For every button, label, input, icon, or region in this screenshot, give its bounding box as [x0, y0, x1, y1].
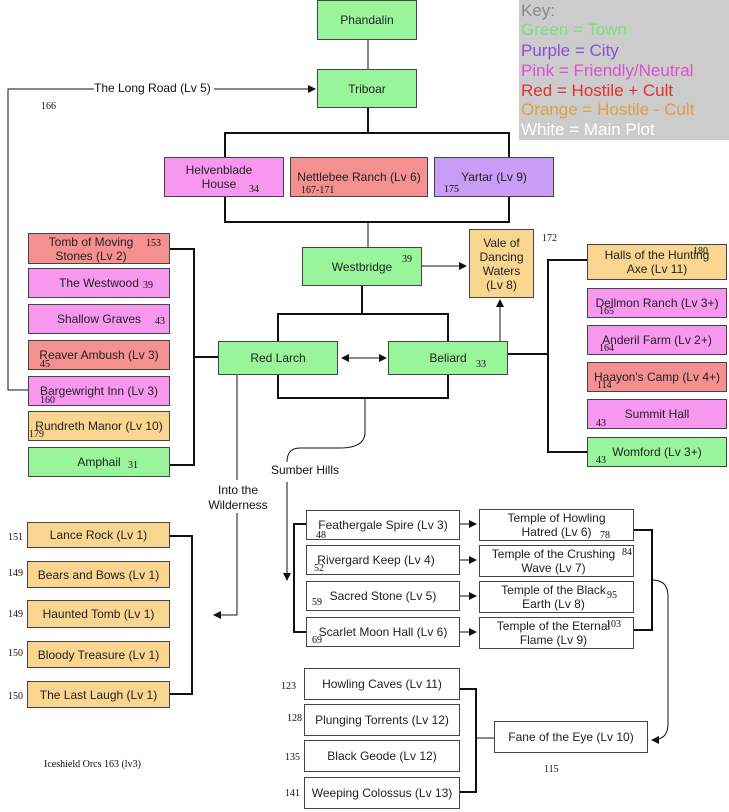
node-shallow-graves[interactable]: Shallow Graves — [28, 304, 170, 334]
page-ref: 135 — [285, 752, 300, 763]
page-ref: 179 — [29, 429, 44, 440]
node-scarlet-moon-hall[interactable]: Scarlet Moon Hall (Lv 6) — [306, 617, 460, 647]
node-beliard[interactable]: Beliard — [388, 341, 508, 375]
label-long-road: The Long Road (Lv 5) — [94, 81, 211, 95]
page-ref: 78 — [600, 530, 610, 541]
label-into-the-wilderness: Into the Wilderness — [203, 483, 273, 513]
page-ref: 33 — [476, 359, 486, 370]
page-ref: 150 — [8, 691, 23, 702]
node-triboar[interactable]: Triboar — [317, 69, 417, 108]
node-plunging-torrents[interactable]: Plunging Torrents (Lv 12) — [304, 704, 460, 736]
page-ref: 150 — [8, 648, 23, 659]
node-nettlebee-ranch[interactable]: Nettlebee Ranch (Lv 6) — [290, 157, 428, 197]
node-amphail[interactable]: Amphail — [28, 447, 170, 477]
page-ref: 167-171 — [301, 185, 335, 196]
page-ref: 52 — [314, 563, 324, 574]
page-ref: 39 — [143, 280, 153, 291]
page-ref: 84 — [622, 547, 632, 558]
page-ref: 69 — [312, 635, 322, 646]
page-ref: 45 — [40, 359, 50, 370]
node-reaver-ambush[interactable]: Reaver Ambush (Lv 3) — [28, 340, 170, 370]
page-ref: 180 — [693, 246, 708, 257]
node-temple-of-the-crushing-wave[interactable]: Temple of the Crushing Wave (Lv 7) — [479, 545, 634, 577]
node-black-geode[interactable]: Black Geode (Lv 12) — [304, 740, 460, 772]
node-tomb-of-moving-stones[interactable]: Tomb of Moving Stones (Lv 2) — [28, 233, 170, 264]
node-lance-rock[interactable]: Lance Rock (Lv 1) — [27, 522, 170, 548]
node-temple-of-howling-hatred[interactable]: Temple of Howling Hatred (Lv 6) — [479, 509, 634, 541]
page-ref: 95 — [607, 590, 617, 601]
page-ref: 165 — [599, 306, 614, 317]
page-ref: 31 — [128, 460, 138, 471]
legend-title: Key: — [521, 1, 556, 20]
node-haayons-camp[interactable]: Haayon's Camp (Lv 4+) — [587, 362, 727, 392]
page-ref: 39 — [402, 254, 412, 265]
page-ref: 160 — [40, 395, 55, 406]
page-ref: 48 — [316, 530, 326, 541]
page-ref: 115 — [544, 764, 559, 775]
node-bloody-treasure[interactable]: Bloody Treasure (Lv 1) — [27, 641, 170, 668]
node-halls-of-the-hunting-axe[interactable]: Halls of the Hunting Axe (Lv 11) — [587, 244, 727, 280]
node-anderil-farm[interactable]: Anderil Farm (Lv 2+) — [587, 325, 727, 355]
node-fane-of-the-eye[interactable]: Fane of the Eye (Lv 10) — [494, 721, 648, 753]
label-sumber-hills: Sumber Hills — [271, 463, 340, 477]
page-ref: 149 — [8, 609, 23, 620]
page-ref: 128 — [287, 713, 302, 724]
page-ref: 164 — [599, 343, 614, 354]
legend-item-town: Green = Town — [521, 20, 628, 39]
node-bargewright-inn[interactable]: Bargewright Inn (Lv 3) — [28, 376, 170, 406]
node-sacred-stone[interactable]: Sacred Stone (Lv 5) — [306, 581, 460, 611]
page-ref: 43 — [155, 316, 165, 327]
node-rundreth-manor[interactable]: Rundreth Manor (Lv 10) — [28, 411, 170, 441]
legend-item-city: Purple = City — [521, 41, 619, 60]
page-ref: 153 — [146, 238, 161, 249]
label-iceshield-orcs: Iceshield Orcs 163 (lv3) — [44, 759, 141, 770]
page-ref: 103 — [606, 619, 621, 630]
node-womford[interactable]: Womford (Lv 3+) — [587, 437, 727, 467]
node-yartar[interactable]: Yartar (Lv 9) — [434, 157, 554, 197]
page-ref: 34 — [249, 184, 259, 195]
page-ref: 43 — [596, 418, 606, 429]
node-summit-hall[interactable]: Summit Hall — [587, 399, 727, 429]
node-temple-of-the-black-earth[interactable]: Temple of the Black Earth (Lv 8) — [479, 581, 634, 613]
legend-item-main-plot: White = Main Plot — [521, 120, 655, 139]
legend-key: Key: Green = Town Purple = City Pink = F… — [519, 0, 729, 140]
node-bears-and-bows[interactable]: Bears and Bows (Lv 1) — [27, 561, 170, 588]
node-helvenblade-house[interactable]: Helvenblade House — [164, 157, 284, 197]
node-temple-of-the-eternal-flame[interactable]: Temple of the Eternal Flame (Lv 9) — [479, 617, 634, 649]
node-rivergard-keep[interactable]: Rivergard Keep (Lv 4) — [306, 545, 460, 575]
page-ref: 123 — [281, 681, 296, 692]
node-red-larch[interactable]: Red Larch — [218, 341, 338, 375]
legend-item-friendly: Pink = Friendly/Neutral — [521, 61, 694, 80]
node-howling-caves[interactable]: Howling Caves (Lv 11) — [304, 668, 460, 700]
page-ref: 166 — [41, 101, 56, 112]
node-weeping-colossus[interactable]: Weeping Colossus (Lv 13) — [304, 777, 460, 809]
node-vale-of-dancing-waters[interactable]: Vale of Dancing Waters (Lv 8) — [469, 229, 534, 298]
page-ref: 141 — [285, 788, 300, 799]
node-the-last-laugh[interactable]: The Last Laugh (Lv 1) — [27, 681, 170, 708]
node-feathergale-spire[interactable]: Feathergale Spire (Lv 3) — [306, 510, 460, 540]
page-ref: 172 — [542, 233, 557, 244]
legend-item-hostile-cult: Red = Hostile + Cult — [521, 81, 674, 100]
page-ref: 59 — [312, 597, 322, 608]
page-ref: 43 — [596, 455, 606, 466]
node-phandalin[interactable]: Phandalin — [317, 0, 417, 40]
node-the-westwood[interactable]: The Westwood — [28, 268, 170, 298]
page-ref: 114 — [597, 380, 612, 391]
page-ref: 175 — [444, 184, 459, 195]
legend-item-hostile-nocult: Orange = Hostile - Cult — [521, 100, 695, 119]
node-dellmon-ranch[interactable]: Dellmon Ranch (Lv 3+) — [587, 288, 727, 318]
node-haunted-tomb[interactable]: Haunted Tomb (Lv 1) — [27, 600, 170, 628]
node-westbridge[interactable]: Westbridge — [302, 247, 422, 286]
page-ref: 151 — [8, 532, 23, 543]
page-ref: 149 — [8, 568, 23, 579]
